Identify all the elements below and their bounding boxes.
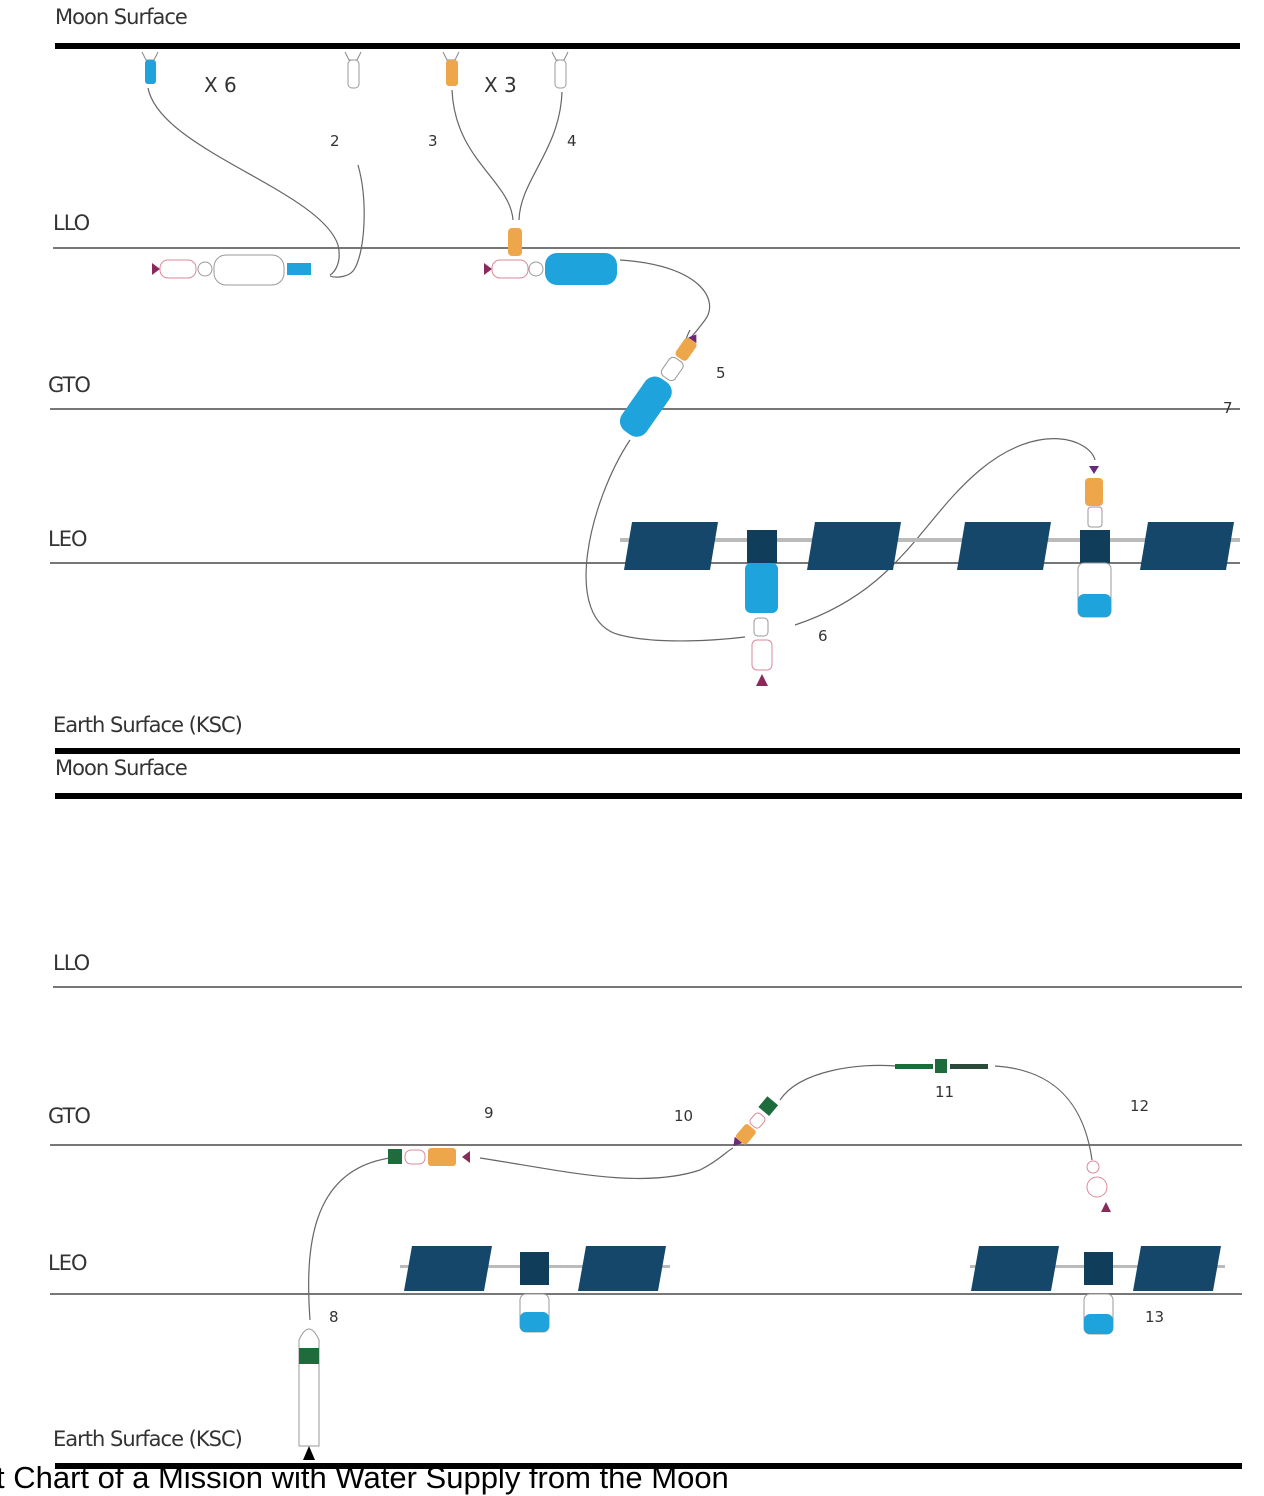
station-module — [520, 1252, 549, 1285]
moon-surface-line — [55, 793, 1242, 799]
solar-panel — [624, 522, 718, 570]
lander-empty-icon-2 — [551, 51, 569, 89]
step-label-6: 6 — [818, 627, 828, 645]
solar-panel — [1140, 522, 1234, 570]
level-label-gto: GTO — [48, 1104, 90, 1128]
step-label-2: 2 — [330, 132, 340, 150]
level-label-llo: LLO — [53, 211, 90, 235]
solar-panel — [957, 522, 1051, 570]
lander-orange-icon — [442, 51, 460, 86]
station-module — [1084, 1252, 1113, 1285]
station-module — [747, 530, 777, 563]
trajectory-2 — [329, 164, 365, 278]
trajectory-8 — [308, 1157, 391, 1321]
solar-panel — [807, 522, 901, 570]
trajectory-9 — [479, 1147, 734, 1180]
earth-surface-line — [55, 1463, 1242, 1469]
multiplier-label: X 6 — [204, 73, 237, 97]
trajectory-6b — [794, 438, 1096, 626]
station-module — [1080, 530, 1110, 563]
step-label-7: 7 — [1223, 399, 1233, 417]
level-label-gto: GTO — [48, 373, 90, 397]
leo-station-lower — [400, 1246, 1225, 1335]
level-label-leo: LEO — [48, 1251, 87, 1275]
launch-rocket — [298, 1328, 320, 1460]
figure-caption: t Chart of a Mission with Water Supply f… — [0, 1460, 729, 1495]
llo-stack-water — [484, 228, 617, 285]
leo-line — [50, 1293, 1242, 1295]
earth-surface-line — [55, 748, 1240, 754]
water-tank-full — [745, 563, 778, 613]
step-label-13: 13 — [1145, 1308, 1164, 1326]
solar-panel — [404, 1246, 492, 1291]
trajectory-1 — [147, 87, 340, 276]
level-label-llo: LLO — [53, 951, 90, 975]
lower-diagram: Moon Surface LLO GTO LEO Earth Surface (… — [48, 756, 1242, 1469]
gto-line — [50, 1144, 1242, 1146]
lander-empty-icon — [344, 51, 362, 89]
step-label-10: 10 — [674, 1107, 693, 1125]
solar-panel — [971, 1246, 1059, 1291]
step-label-8: 8 — [329, 1308, 339, 1326]
trajectory-5 — [619, 259, 711, 342]
satellite-icon — [895, 1059, 988, 1073]
leo-station-upper — [620, 466, 1240, 686]
multiplier-label: X 3 — [484, 73, 517, 97]
level-label-earth-surface: Earth Surface (KSC) — [53, 1427, 242, 1451]
lander-water-icon — [141, 51, 159, 84]
level-label-leo: LEO — [48, 527, 87, 551]
llo-line — [53, 247, 1240, 249]
return-stage-icon — [1086, 1160, 1111, 1212]
upper-diagram: Moon Surface LLO GTO LEO Earth Surface (… — [48, 5, 1240, 754]
solar-panel — [578, 1246, 666, 1291]
step-label-9: 9 — [484, 1104, 494, 1122]
step-label-5: 5 — [716, 364, 726, 382]
transfer-stack-rotated — [733, 1096, 779, 1147]
llo-line — [53, 986, 1242, 988]
level-label-earth-surface: Earth Surface (KSC) — [53, 713, 242, 737]
trajectory-10 — [779, 1064, 896, 1101]
step-label-4: 4 — [567, 132, 577, 150]
trajectory-4 — [518, 91, 563, 221]
trajectory-3 — [451, 89, 514, 221]
trajectory-12 — [994, 1065, 1093, 1161]
level-label-moon-surface: Moon Surface — [55, 5, 187, 29]
step-label-11: 11 — [935, 1083, 954, 1101]
trajectory-6a — [585, 439, 746, 642]
gto-tug-stack — [388, 1148, 470, 1166]
moon-surface-line — [55, 43, 1240, 49]
step-label-3: 3 — [428, 132, 438, 150]
level-label-moon-surface: Moon Surface — [55, 756, 187, 780]
llo-stack-empty — [152, 254, 311, 286]
step-label-12: 12 — [1130, 1097, 1149, 1115]
solar-panel — [1133, 1246, 1221, 1291]
gto-transfer-stack — [619, 334, 697, 437]
